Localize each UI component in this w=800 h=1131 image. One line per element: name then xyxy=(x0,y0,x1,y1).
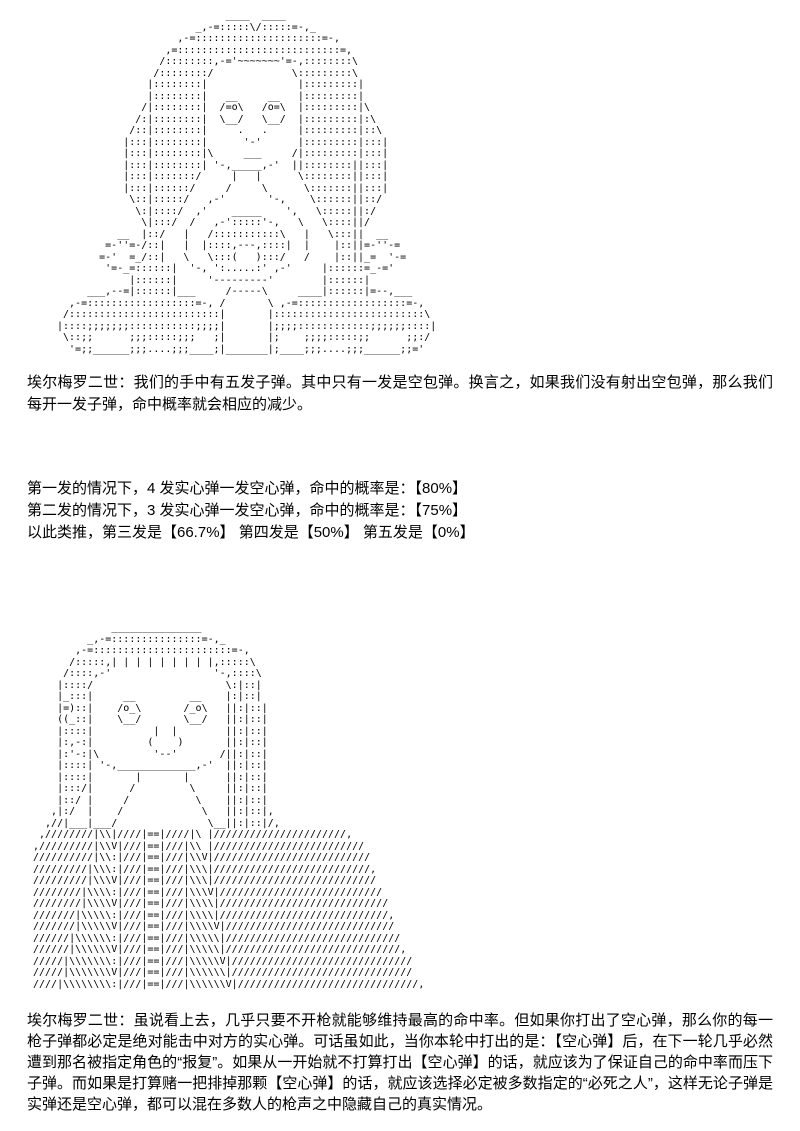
probability-lines: 第一发的情况下，4 发实心弹一发空心弹，命中的概率是：【80%】 第二发的情况下… xyxy=(27,480,475,541)
ascii-art-character-top: ____ ____ _,-=:::::\/:::::=-,_ ,-=::::::… xyxy=(57,10,437,355)
dialogue-paragraph-2: 埃尔梅罗二世：虽说看上去，几乎只要不开枪就能够维持最高的命中率。但如果你打出了空… xyxy=(27,1012,773,1113)
ascii-art-character-bottom: _______________ _,-=:::::::::::::::=-,_ … xyxy=(33,622,425,990)
dialogue-paragraph-1: 埃尔梅罗二世：我们的手中有五发子弹。其中只有一发是空包弹。换言之，如果我们没有射… xyxy=(27,374,773,413)
